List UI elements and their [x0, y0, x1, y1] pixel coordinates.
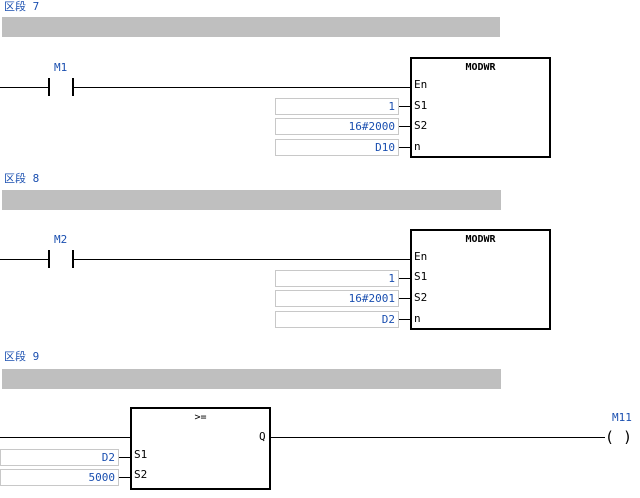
- pin-wire: [399, 106, 410, 107]
- pin-wire: [399, 147, 410, 148]
- power-rail-wire-8: [0, 259, 49, 260]
- contact-left-bar-m2[interactable]: [48, 250, 50, 268]
- operand-s2-field[interactable]: 16#2001: [275, 290, 399, 307]
- contact-right-bar-m2[interactable]: [72, 250, 74, 268]
- rung-wire-8: [74, 259, 412, 260]
- operand-s1-field[interactable]: 1: [275, 270, 399, 287]
- pin-n: n: [414, 312, 421, 325]
- operand-n-field[interactable]: D2: [275, 311, 399, 328]
- compare-block-ge[interactable]: >=: [130, 407, 271, 490]
- segment-label-7[interactable]: 区段 7: [4, 0, 40, 13]
- modwr-block-8[interactable]: MODWR: [410, 229, 551, 330]
- block-title: >=: [194, 412, 207, 423]
- segment-comment-bar-7[interactable]: [2, 17, 500, 37]
- operand-s2-field[interactable]: 5000: [0, 469, 119, 486]
- coil-label-m11[interactable]: M11: [612, 411, 632, 424]
- operand-s1-field[interactable]: 1: [275, 98, 399, 115]
- contact-label-m1[interactable]: M1: [54, 61, 68, 74]
- pin-s1: S1: [134, 448, 148, 461]
- segment-comment-bar-8[interactable]: [2, 190, 501, 210]
- block-title: MODWR: [465, 234, 496, 245]
- pin-s1: S1: [414, 99, 428, 112]
- power-rail-wire-9: [0, 437, 132, 438]
- contact-right-bar-m1[interactable]: [72, 78, 74, 96]
- pin-s1: S1: [414, 270, 428, 283]
- pin-en: En: [414, 78, 428, 91]
- pin-n: n: [414, 140, 421, 153]
- pin-s2: S2: [414, 291, 428, 304]
- pin-wire: [399, 126, 410, 127]
- pin-q: Q: [259, 430, 266, 443]
- power-rail-wire-7: [0, 87, 49, 88]
- rung-wire-7: [74, 87, 412, 88]
- pin-wire: [119, 477, 130, 478]
- contact-label-m2[interactable]: M2: [54, 233, 68, 246]
- output-coil-m11[interactable]: ( ): [605, 428, 633, 446]
- pin-s2: S2: [414, 119, 428, 132]
- operand-n-field[interactable]: D10: [275, 139, 399, 156]
- operand-s2-field[interactable]: 16#2000: [275, 118, 399, 135]
- pin-wire: [399, 319, 410, 320]
- rung-wire-9: [271, 437, 605, 438]
- block-title: MODWR: [465, 62, 496, 73]
- pin-s2: S2: [134, 468, 148, 481]
- segment-label-8[interactable]: 区段 8: [4, 172, 40, 185]
- pin-wire: [119, 457, 130, 458]
- pin-en: En: [414, 250, 428, 263]
- segment-comment-bar-9[interactable]: [2, 369, 501, 389]
- segment-label-9[interactable]: 区段 9: [4, 350, 40, 363]
- contact-left-bar-m1[interactable]: [48, 78, 50, 96]
- operand-s1-field[interactable]: D2: [0, 449, 119, 466]
- pin-wire: [399, 298, 410, 299]
- modwr-block-7[interactable]: MODWR: [410, 57, 551, 158]
- pin-wire: [399, 278, 410, 279]
